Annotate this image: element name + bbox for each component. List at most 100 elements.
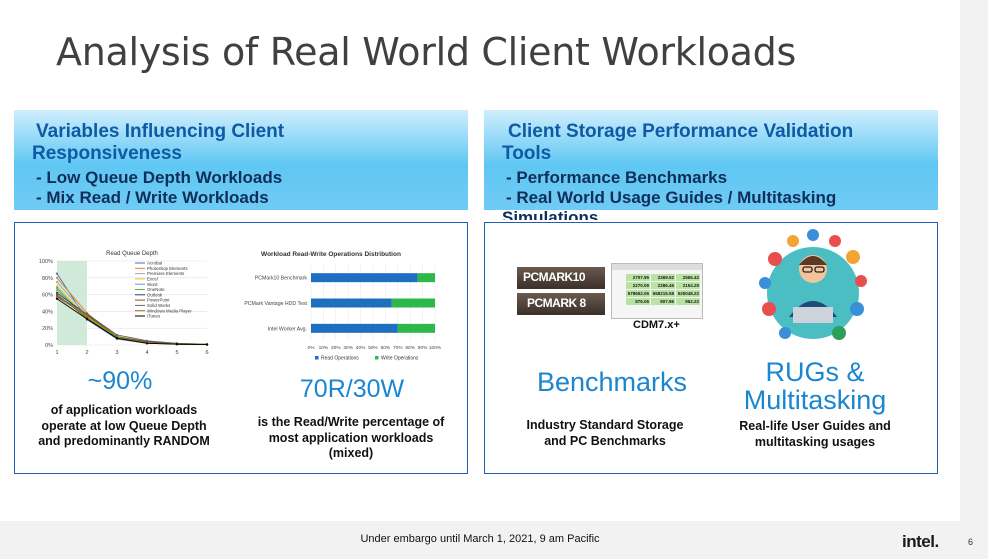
data-point xyxy=(55,297,59,300)
app-icon xyxy=(829,235,841,247)
app-icon xyxy=(787,235,799,247)
rw-big-stat: 70R/30W xyxy=(299,375,405,403)
x-tick-label: 40% xyxy=(356,345,366,351)
x-tick-label: 10% xyxy=(319,345,329,351)
rugs-big-stat-line2: Multitasking xyxy=(743,385,887,415)
embargo-notice: Under embargo until March 1, 2021, 9 am … xyxy=(360,533,600,545)
slide-title: Analysis of Real World Client Workloads xyxy=(56,30,796,74)
bar-segment-1 xyxy=(391,298,435,308)
legend-label: Word xyxy=(147,282,158,287)
pcmark10-logo: PCMARK10 xyxy=(517,267,605,289)
cdm-cell: 578652.06 xyxy=(626,290,650,297)
left-bullet-1: - Low Queue Depth Workloads xyxy=(36,168,283,187)
legend-label: Windows Media Player xyxy=(147,308,192,313)
x-tick-label: 100% xyxy=(429,345,442,351)
cdm-cell: 2270.09 xyxy=(626,282,650,289)
right-header-title: Client Storage Performance Validation To… xyxy=(502,121,854,164)
cdm-cell: 2565.42 xyxy=(676,274,700,281)
data-point xyxy=(55,280,59,284)
legend-swatch xyxy=(315,356,319,360)
x-tick-label: 0% xyxy=(308,345,316,351)
read-write-chart: Workload Read-Write Operations Distribut… xyxy=(244,251,442,362)
x-tick-label: 1 xyxy=(55,350,58,356)
x-tick-label: 6 xyxy=(205,350,208,356)
data-point xyxy=(55,276,59,279)
data-point xyxy=(55,286,59,289)
app-icon xyxy=(762,302,776,316)
data-point xyxy=(145,339,149,342)
data-point xyxy=(115,337,119,340)
cdm-cell: 807.96 xyxy=(651,298,675,305)
x-tick-label: 5 xyxy=(175,350,178,356)
slide: Analysis of Real World Client Workloads … xyxy=(0,30,960,559)
data-point xyxy=(55,293,59,296)
app-icon xyxy=(807,229,819,241)
rw-description: is the Read/Write percentage of most app… xyxy=(257,415,445,460)
y-tick-label: 40% xyxy=(42,309,53,315)
x-tick-label: 90% xyxy=(418,345,428,351)
cdm-cell: 558215.58 xyxy=(651,290,675,297)
side-strip xyxy=(960,0,988,559)
left-header-banner: Variables Influencing Client Responsiven… xyxy=(14,110,468,210)
cdm-cell: 2369.52 xyxy=(651,274,675,281)
category-label: PCMark Vantage HDD Test xyxy=(244,301,307,307)
series-line-10 xyxy=(56,298,208,346)
app-icon xyxy=(850,302,864,316)
data-point xyxy=(55,285,59,288)
legend-label: Solid Works xyxy=(147,303,171,308)
data-point xyxy=(55,296,59,299)
cdm-cell: 876.06 xyxy=(626,298,650,305)
bar-segment-0 xyxy=(311,298,392,308)
cdm-cell: 2286.45 xyxy=(651,282,675,289)
legend-label: OneNote xyxy=(147,287,165,292)
cdm-titlebar xyxy=(612,264,702,270)
data-point xyxy=(175,343,179,346)
y-tick-label: 20% xyxy=(42,326,53,332)
cdm-cell: 962.22 xyxy=(676,298,700,305)
benchmarks-big-stat: Benchmarks xyxy=(536,367,688,397)
app-icon xyxy=(759,277,771,289)
legend-label: Premiere Elements xyxy=(147,271,185,276)
legend-label: Photoshop Elements xyxy=(147,266,188,271)
y-tick-label: 100% xyxy=(39,259,53,265)
rugs-description: Real-life User Guides and multitasking u… xyxy=(739,419,891,449)
cdm-label: CDM7.x+ xyxy=(633,319,680,331)
data-point xyxy=(85,314,89,317)
category-label: PCMark10 Benchmark xyxy=(255,276,308,282)
app-icon xyxy=(768,252,782,266)
bar-segment-1 xyxy=(417,273,435,283)
data-point xyxy=(115,333,119,337)
legend-label: iTunes xyxy=(147,314,161,319)
x-tick-label: 50% xyxy=(368,345,378,351)
bar-segment-0 xyxy=(311,273,418,283)
qd-description: of application workloads operate at low … xyxy=(38,403,210,448)
legend-label: Excel xyxy=(147,277,158,282)
intel-logo: intel. xyxy=(902,532,939,551)
data-point xyxy=(205,343,209,346)
data-point xyxy=(55,272,59,275)
qd-big-stat: ~90% xyxy=(87,367,153,395)
legend-label: Write Operations xyxy=(381,356,419,362)
chart-title: Read Queue Depth xyxy=(106,251,158,257)
x-tick-label: 30% xyxy=(343,345,353,351)
x-tick-label: 3 xyxy=(115,350,118,356)
multitasking-illustration xyxy=(759,229,867,340)
right-header-banner: Client Storage Performance Validation To… xyxy=(484,110,938,220)
bar-segment-1 xyxy=(397,323,435,333)
left-header-title: Variables Influencing Client Responsiven… xyxy=(32,121,285,164)
y-tick-label: 0% xyxy=(45,343,53,349)
app-icon xyxy=(779,327,791,339)
legend-label: Outlook xyxy=(147,292,163,297)
data-point xyxy=(55,291,59,295)
bar-segment-0 xyxy=(311,323,398,333)
series-line-8 xyxy=(56,295,208,345)
category-label: Intel Worker Avg. xyxy=(268,326,307,332)
x-tick-label: 60% xyxy=(381,345,391,351)
